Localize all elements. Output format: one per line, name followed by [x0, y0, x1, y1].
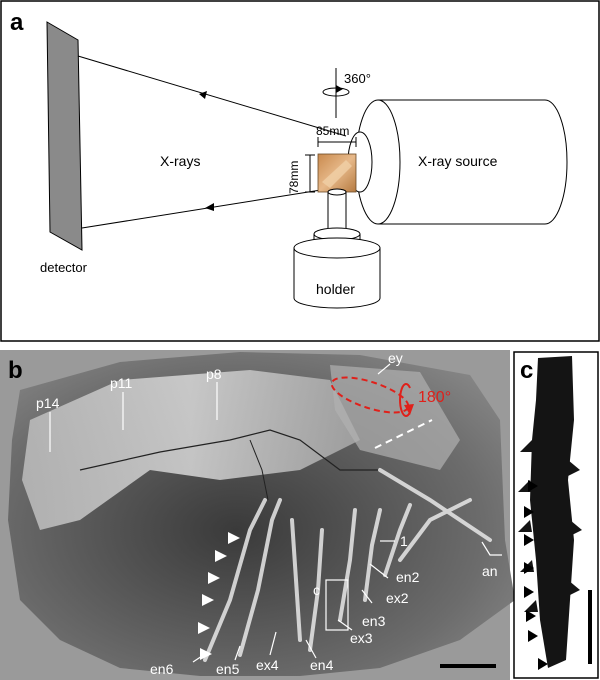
label-p11: p11	[110, 375, 133, 391]
label-1: 1	[400, 533, 408, 549]
panel-a-letter: a	[10, 9, 24, 36]
appendage-en2	[398, 498, 472, 562]
panel-b-arrowheads	[198, 532, 240, 660]
detector-plate	[46, 21, 83, 251]
label-ex3: ex3	[350, 630, 373, 646]
scale-bar-b	[440, 664, 496, 668]
label-en3: en3	[362, 613, 386, 629]
panel-a: a detector X-rays X-ray source 360° 85mm…	[0, 0, 600, 342]
specimen-head-region	[22, 370, 360, 530]
label-p8: p8	[206, 366, 222, 382]
dashed-reference-line	[374, 419, 433, 449]
label-en2: en2	[396, 569, 420, 585]
panel-c-letter: c	[520, 357, 533, 384]
rotation-180-label: 180°	[418, 389, 451, 406]
label-en4: en4	[310, 657, 334, 673]
appendage-ex2	[383, 503, 412, 577]
label-ex4: ex4	[256, 657, 279, 673]
scale-bar-c	[588, 590, 592, 664]
rotation-arrowhead-red	[404, 404, 414, 415]
xray-source-label: X-ray source	[418, 153, 498, 169]
xray-arrow-bottom	[205, 203, 214, 211]
leader-lines	[49, 363, 502, 663]
specimen-fossil	[322, 160, 352, 188]
appendage-en5	[238, 498, 282, 657]
holder-label: holder	[316, 281, 355, 297]
label-en6: en6	[150, 661, 174, 677]
holder-base	[293, 247, 381, 309]
label-ey: ey	[388, 350, 403, 366]
label-c: c	[313, 582, 320, 598]
height-dimension-label: 78mm	[287, 161, 301, 194]
label-en5: en5	[216, 661, 240, 677]
panel-b-letter: b	[8, 357, 23, 384]
label-an: an	[482, 563, 498, 579]
inset-box	[325, 579, 349, 631]
rotation-label: 360°	[344, 71, 371, 86]
width-dimension-label: 85mm	[316, 124, 349, 138]
label-ex2: ex2	[386, 590, 409, 606]
label-p14: p14	[36, 395, 60, 411]
rotation-arrow	[336, 85, 343, 93]
appendage-en4	[308, 528, 324, 652]
appendage-en3	[363, 508, 382, 602]
rotation-arc-red	[399, 383, 411, 417]
appendage-ex4	[290, 518, 302, 642]
panel-c-arrowheads	[524, 480, 548, 670]
xrays-label: X-rays	[160, 153, 200, 169]
xray-source-body	[378, 99, 568, 225]
appendage-closeup	[530, 356, 574, 668]
detector-label: detector	[40, 260, 88, 275]
crack-secondary	[249, 439, 269, 501]
crack-main	[79, 429, 380, 471]
appendage-en6	[203, 498, 267, 662]
eye-region	[330, 365, 460, 470]
panel-b: 180°	[0, 350, 515, 680]
appendage-ex3	[338, 508, 357, 622]
xray-arrow-top	[199, 91, 207, 99]
appendages	[203, 468, 492, 662]
xray-beam-top	[77, 55, 347, 137]
panel-c: c	[513, 351, 599, 679]
antenna	[378, 468, 492, 542]
